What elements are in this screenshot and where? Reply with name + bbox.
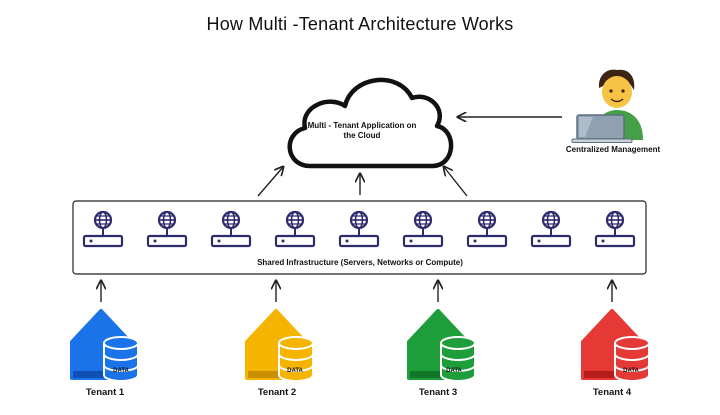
infrastructure-label: Shared Infrastructure (Servers, Networks…	[257, 258, 463, 267]
tenant-name: Tenant 1	[85, 387, 125, 398]
database-icon	[440, 336, 476, 382]
globe-server-icon	[530, 210, 572, 248]
database-icon	[103, 336, 139, 382]
tenant-name: Tenant 4	[592, 387, 632, 398]
page-title: How Multi -Tenant Architecture Works	[206, 14, 514, 34]
infra-to-cloud-arrow	[257, 167, 283, 197]
tenant-name: Tenant 3	[418, 387, 458, 398]
tenant-row	[70, 309, 650, 382]
tenant-name: Tenant 2	[257, 387, 297, 398]
tenant-data-label: DATA	[287, 368, 303, 374]
globe-server-icon	[82, 210, 124, 248]
database-icon	[278, 336, 314, 382]
globe-server-icon	[402, 210, 444, 248]
tenant-data-label: DATA	[623, 368, 639, 374]
tenant-data-label: DATA	[113, 368, 129, 374]
globe-server-icon	[466, 210, 508, 248]
tenant-data-label: DATA	[446, 368, 462, 374]
globe-server-icon	[210, 210, 252, 248]
globe-server-icon	[594, 210, 636, 248]
infra-to-cloud-arrow	[444, 167, 468, 197]
database-icon	[614, 336, 650, 382]
cloud-label: Multi - Tenant Application on the Cloud	[307, 121, 417, 140]
globe-server-icon	[274, 210, 316, 248]
admin-label: Centralized Management	[565, 145, 661, 154]
admin-at-laptop-icon	[571, 69, 643, 143]
cloud-icon	[287, 77, 454, 169]
globe-server-icon	[338, 210, 380, 248]
globe-server-icon	[146, 210, 188, 248]
server-row	[82, 210, 636, 248]
